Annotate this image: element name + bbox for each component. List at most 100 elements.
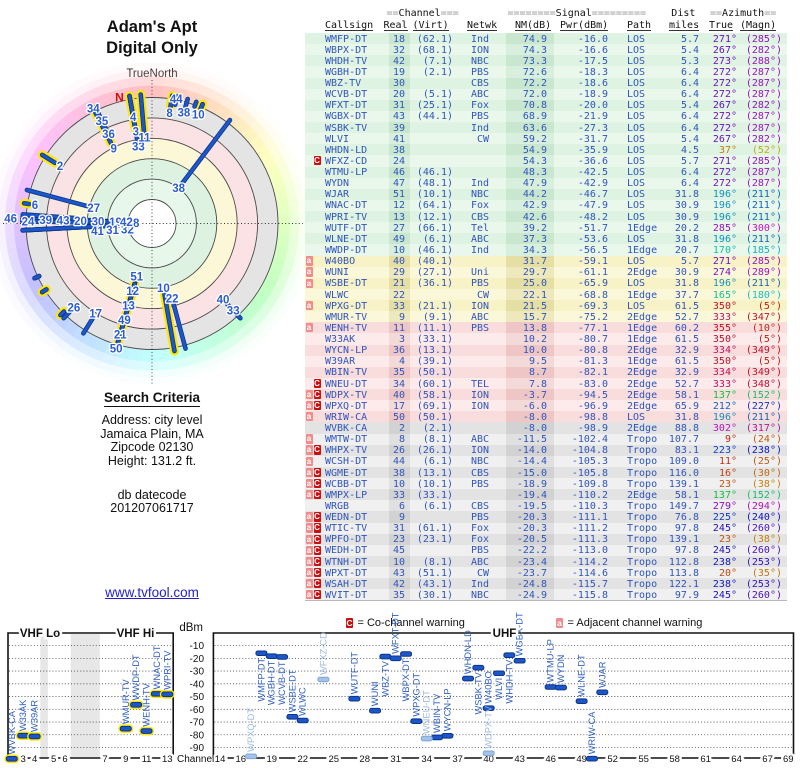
channel-tick-label: 64: [731, 754, 742, 765]
radar-compass-hue-ring: [14, 234, 28, 248]
spectrum-bar: [441, 732, 454, 739]
cell-pwr-dbm: -27.3: [577, 122, 608, 134]
cell-callsign: WJAR: [325, 189, 350, 201]
dbm-tick-label: -60: [190, 705, 205, 716]
cell-callsign: WNAC-DT: [325, 200, 368, 212]
cell-network: Ind: [470, 245, 489, 256]
column-highlight-band: [506, 333, 554, 345]
cell-virtual-channel: (68.1): [416, 44, 453, 56]
cell-magn-azimuth: (10°): [751, 322, 782, 334]
radar-compass-hue-ring: [240, 341, 256, 356]
cell-network: CBS: [470, 78, 489, 90]
cell-nm-db: -22.2: [516, 545, 547, 557]
db-datecode-value: 201207061717: [110, 501, 194, 515]
column-highlight-band: [506, 578, 554, 590]
cell-dist-miles: 107.7: [668, 434, 699, 446]
cell-virtual-channel: (30.1): [416, 589, 453, 601]
radar-compass-hue-ring: [22, 165, 38, 181]
cell-path: 2Edge: [627, 400, 658, 412]
column-highlight-band: [506, 110, 554, 122]
cell-callsign: WHDN-LD: [325, 144, 368, 156]
spectrum-bar: [317, 676, 330, 683]
radar-compass-hue-ring: [34, 114, 49, 130]
radar-compass-hue-ring: [13, 161, 27, 177]
radar-compass-hue-ring: [89, 85, 105, 99]
cell-network: ION: [470, 44, 489, 56]
cell-real-channel: 38: [392, 467, 405, 479]
spectrum-station-label: WNEU-DT: [422, 690, 432, 734]
cell-dist-miles: 5.3: [680, 55, 699, 67]
cell-path: 1Edge: [627, 289, 658, 301]
cell-dist-miles: 30.9: [674, 200, 699, 212]
column-highlight-band: [506, 255, 554, 267]
radar-compass-hue-ring: [151, 369, 166, 378]
radar-compass-hue-ring: [0, 248, 11, 264]
cell-callsign: WHDH-TV: [325, 55, 368, 67]
column-highlight-band: [506, 567, 554, 579]
cell-path: LOS: [627, 189, 646, 201]
radar-compass-hue-ring: [152, 85, 165, 98]
cell-nm-db: 13.8: [522, 322, 547, 334]
table-col-nm: NM(dB): [515, 20, 552, 31]
radar-compass-hue-ring: [59, 349, 75, 363]
radar-compass-hue-ring: [228, 349, 245, 363]
adjacent-channel-marker: a: [305, 300, 313, 311]
column-highlight-band: [506, 500, 554, 512]
column-highlight-band: [506, 422, 554, 434]
spectrum-station-label: WHDH-TV: [504, 659, 514, 704]
cell-nm-db: 37.3: [522, 233, 547, 245]
cell-network: NBC: [470, 189, 489, 201]
radar-compass-hue-ring: [151, 349, 165, 362]
radar-compass-hue-ring: [285, 247, 297, 262]
cell-dist-miles: 6.4: [680, 178, 699, 190]
radar-compass-hue-ring: [20, 119, 35, 136]
cell-true-azimuth: 334°: [712, 367, 737, 379]
cell-pwr-dbm: -111.2: [571, 523, 608, 535]
radar-compass-hue-ring: [291, 276, 304, 292]
spectrum-station-label: WVBK-CA: [7, 710, 17, 754]
spectrum-bar: [420, 735, 433, 742]
cell-virtual-channel: (2.1): [422, 66, 453, 78]
radar-compass-hue-ring: [139, 360, 152, 371]
cell-true-azimuth: 334°: [712, 345, 737, 357]
radar-compass-hue-ring: [225, 343, 241, 357]
radar-compass-hue-ring: [101, 353, 117, 366]
radar-compass-hue-ring: [229, 84, 245, 98]
column-highlight-band: [506, 199, 554, 212]
cell-nm-db: 72.2: [522, 78, 547, 90]
cell-path: LOS: [627, 122, 646, 134]
radar-compass-hue-ring: [214, 83, 230, 97]
cell-pwr-dbm: -46.7: [577, 189, 608, 201]
column-highlight-band: [389, 444, 410, 456]
tvfool-link[interactable]: www.tvfool.com: [105, 585, 199, 600]
radar-compass-hue-ring: [220, 336, 237, 351]
spectrum-station-label: WTMU-LP: [546, 639, 556, 682]
cell-callsign: WCBB-DT: [325, 478, 368, 490]
column-highlight-band: [506, 489, 554, 501]
radar-station-bar-core: [172, 302, 188, 351]
column-highlight-band: [506, 266, 554, 278]
cell-virtual-channel: (13.1): [416, 345, 453, 357]
radar-compass-hue-ring: [285, 158, 297, 174]
cell-callsign: WRGB: [325, 500, 350, 512]
column-highlight-band: [506, 144, 554, 156]
cell-callsign: WSAH-DT: [325, 578, 368, 590]
spectrum-station-label: W33AK: [18, 699, 28, 731]
cell-path: Tropo: [627, 434, 658, 446]
column-highlight-band: [506, 322, 554, 334]
spectrum-bar: [482, 750, 495, 757]
radar-compass-hue-ring: [271, 281, 286, 298]
cell-magn-azimuth: (287°): [745, 111, 782, 123]
radar-channel-label: 43: [57, 215, 70, 227]
column-highlight-band: [506, 211, 554, 223]
cell-real-channel: 21: [392, 278, 405, 290]
channel-tick-label: 43: [514, 754, 525, 765]
uhf-title: UHF: [493, 628, 517, 640]
radar-compass-hue-ring: [264, 124, 279, 140]
radar-compass-hue-ring: [104, 90, 120, 106]
cell-magn-azimuth: (25°): [751, 456, 782, 468]
cell-dist-miles: 5.4: [680, 133, 699, 145]
radar-channel-label: 33: [132, 141, 145, 153]
